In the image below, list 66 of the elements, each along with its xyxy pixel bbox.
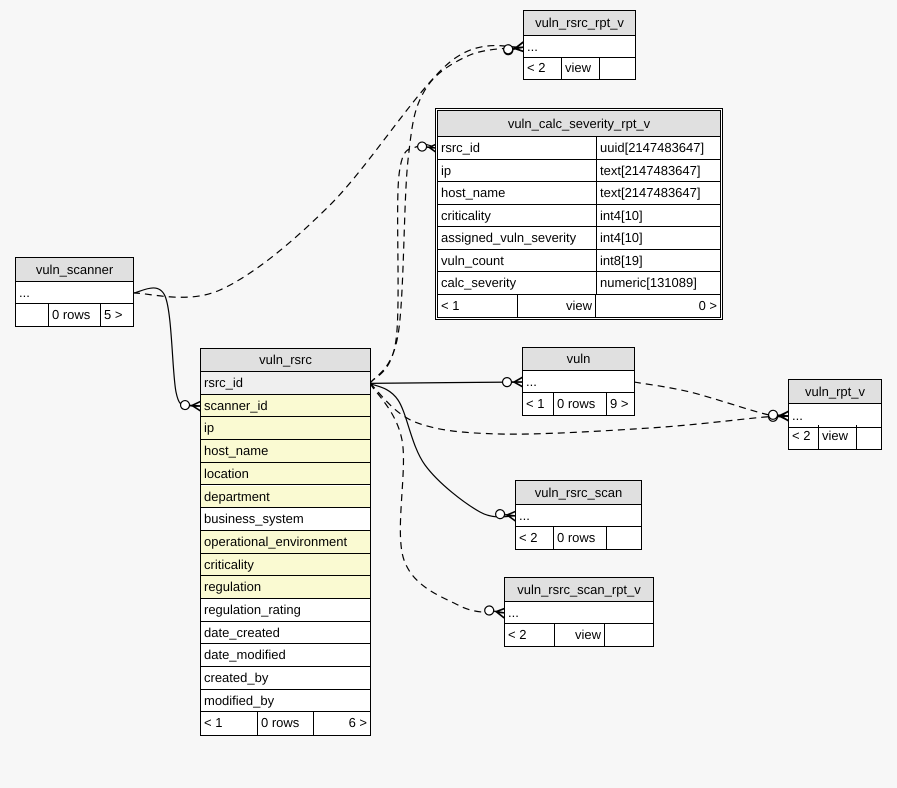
column-name: ip	[438, 160, 597, 181]
column-name: calc_severity	[438, 272, 597, 294]
column-row: operational_environment	[201, 530, 370, 554]
footer-cell: view	[555, 624, 605, 646]
footer-cell: 0 rows	[49, 304, 101, 326]
relationship-line	[370, 376, 524, 388]
table-name: vuln_rpt_v	[789, 380, 881, 404]
column-type: text[2147483647]	[599, 184, 702, 202]
footer-cell: < 2	[524, 57, 562, 79]
column-row: scanner_id	[201, 394, 370, 418]
footer-cell: 0 rows	[258, 712, 314, 735]
table-card	[435, 108, 723, 320]
column-type: text[2147483647]	[599, 162, 702, 180]
column-row: location	[201, 462, 370, 486]
table-card	[788, 379, 882, 450]
relationship-line	[370, 382, 517, 522]
relationship-line	[132, 287, 202, 412]
column-row: date_created	[201, 622, 370, 644]
column-type: numeric[131089]	[599, 274, 698, 292]
footer-cell: view	[518, 294, 596, 317]
table-name: vuln	[523, 348, 634, 371]
column-type: int8[19]	[599, 252, 644, 270]
relationship-line	[132, 41, 526, 298]
footer-cell: 0 rows	[554, 527, 607, 549]
column-row: host_name	[201, 440, 370, 463]
column-row: ip	[201, 417, 370, 440]
table-name: vuln_rsrc_scan	[516, 481, 641, 505]
column-type: uuid[2147483647]	[599, 139, 706, 157]
table-card	[504, 577, 654, 647]
table-name: vuln_calc_severity_rpt_v	[438, 111, 720, 137]
column-row: rsrc_id	[201, 372, 370, 395]
table-name: vuln_rsrc_scan_rpt_v	[505, 578, 653, 602]
footer-cell: < 1	[523, 393, 554, 415]
table-name: vuln_scanner	[16, 258, 133, 282]
column-type: int4[10]	[599, 206, 644, 225]
table-name: vuln_rsrc	[201, 349, 370, 372]
table-card	[523, 10, 636, 80]
relationship-line	[370, 383, 506, 619]
column-name: rsrc_id	[438, 137, 597, 158]
footer-cell-text: 5 >	[103, 306, 124, 324]
footer-cell: 0 rows	[554, 393, 607, 415]
footer-cell: view	[819, 425, 857, 449]
footer-cell: < 2	[789, 425, 819, 449]
column-type: int4[10]	[599, 229, 644, 247]
table-card	[15, 257, 134, 327]
table-name: vuln_rsrc_rpt_v	[524, 11, 635, 36]
footer-cell: < 1	[438, 294, 518, 317]
column-name: vuln_count	[438, 250, 597, 271]
footer-cell: < 2	[505, 624, 555, 646]
relationship-line	[634, 381, 790, 422]
column-name: criticality	[438, 204, 597, 226]
relationship-line	[370, 382, 790, 435]
column-name: assigned_vuln_severity	[438, 227, 597, 248]
table-card	[515, 480, 642, 550]
column-row: department	[201, 486, 370, 508]
footer-cell: < 2	[516, 527, 554, 549]
column-row: criticality	[201, 554, 370, 576]
footer-cell-text: 6 >	[348, 714, 368, 732]
footer-cell-text: 0 >	[698, 296, 718, 314]
column-name: host_name	[438, 182, 597, 204]
footer-cell: view	[562, 57, 600, 79]
table-card	[522, 347, 635, 416]
table-card	[200, 348, 371, 736]
footer-cell-text: 9 >	[609, 395, 630, 413]
footer-cell: < 1	[201, 712, 258, 735]
column-row: regulation	[201, 576, 370, 599]
